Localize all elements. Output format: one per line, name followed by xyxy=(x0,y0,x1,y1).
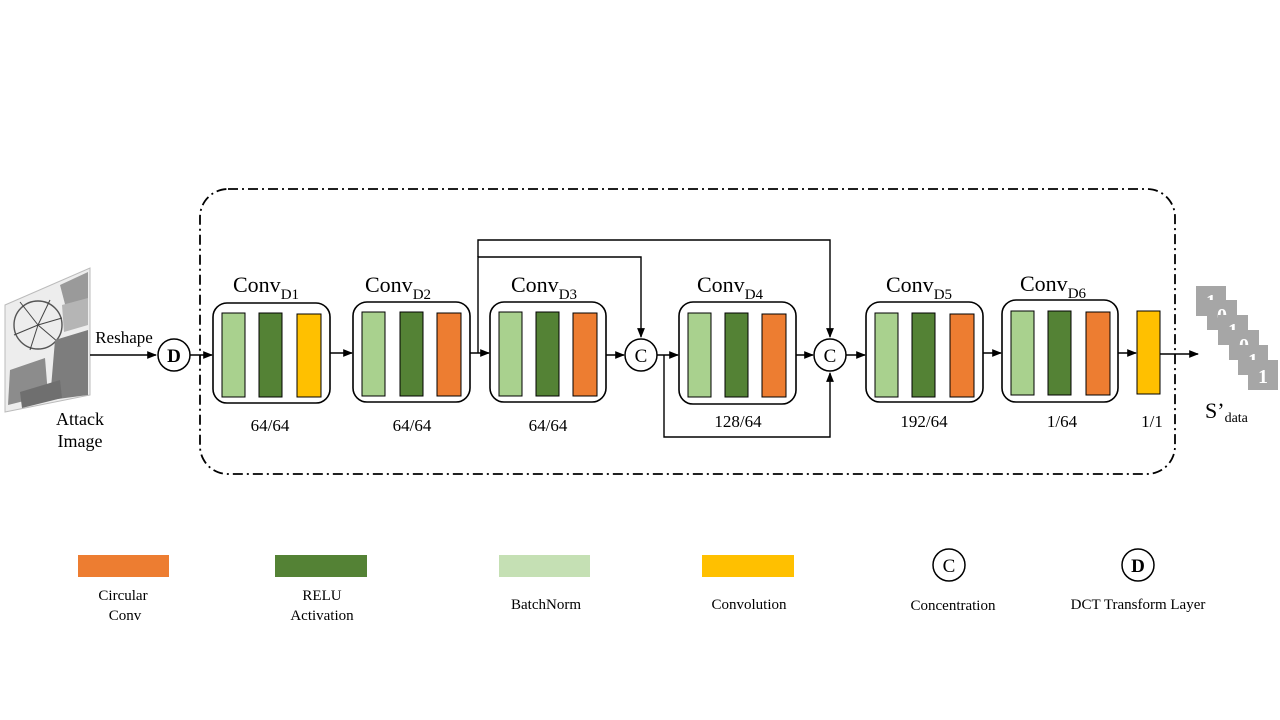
conv-block-d2-channels: 64/64 xyxy=(393,416,432,435)
batchnorm-layer xyxy=(874,312,899,398)
conv-block-d1 xyxy=(212,302,331,404)
skip-connection-c1-to-c2 xyxy=(663,355,834,438)
input-label-line1: Attack xyxy=(56,409,104,429)
attack-image xyxy=(4,267,91,413)
conv-block-d5-channels: 192/64 xyxy=(900,412,948,431)
legend-batchnorm: BatchNorm xyxy=(511,597,581,613)
dct-node-symbol: D xyxy=(167,346,181,367)
circular-conv-layer xyxy=(436,312,462,397)
network-frame xyxy=(199,188,1176,475)
conv-block-d1-title: ConvD1 xyxy=(233,272,299,303)
output-bits: 1 0 1 0 1 1 xyxy=(1196,286,1278,390)
legend-concat-icon xyxy=(932,548,966,582)
conv-block-d3-channels: 64/64 xyxy=(529,416,568,435)
skip-connection-to-c1 xyxy=(477,256,645,353)
skip-connection-to-c2 xyxy=(477,239,834,338)
conv-block-d6-title: ConvD6 xyxy=(1020,271,1087,302)
final-convolution-layer xyxy=(1136,310,1161,395)
bit-tile xyxy=(1248,360,1278,390)
relu-layer xyxy=(911,312,936,398)
legend-swatch-convolution xyxy=(702,555,794,577)
conv-block-d5-title: ConvD5 xyxy=(886,272,952,303)
circular-conv-layer xyxy=(572,312,598,397)
reshape-label: Reshape xyxy=(95,328,153,347)
input-label-line2: Image xyxy=(58,431,103,451)
conv-block-d3-title: ConvD3 xyxy=(511,272,577,303)
legend-swatch-relu xyxy=(275,555,367,577)
legend: Circular Conv RELU Activation BatchNorm … xyxy=(78,548,1206,624)
concat-node-2-symbol: C xyxy=(824,346,837,367)
output-label: S’data xyxy=(1205,398,1249,426)
legend-dct: DCT Transform Layer xyxy=(1071,597,1206,613)
conv-block-d2 xyxy=(352,301,471,403)
legend-dct-symbol: D xyxy=(1131,556,1145,577)
batchnorm-layer xyxy=(687,312,712,398)
legend-dct-icon xyxy=(1121,548,1155,582)
circular-conv-layer xyxy=(761,313,787,398)
conv-block-d3 xyxy=(489,301,607,403)
conv-block-d2-title: ConvD2 xyxy=(365,272,431,303)
conv-block-d6-channels: 1/64 xyxy=(1047,412,1078,431)
convolution-layer xyxy=(296,313,322,398)
relu-layer xyxy=(399,311,424,397)
relu-layer xyxy=(724,312,749,398)
legend-circular-line2: Conv xyxy=(109,608,142,624)
relu-layer xyxy=(1047,310,1072,396)
batchnorm-layer xyxy=(498,311,523,397)
conv-block-d4-title: ConvD4 xyxy=(697,272,764,303)
legend-swatch-batchnorm xyxy=(499,555,590,577)
circular-conv-layer xyxy=(949,313,975,398)
batchnorm-layer xyxy=(361,311,386,397)
conv-block-d6 xyxy=(1001,299,1119,403)
conv-block-d4-channels: 128/64 xyxy=(714,412,762,431)
final-conv-channels: 1/1 xyxy=(1141,412,1163,431)
batchnorm-layer xyxy=(1010,310,1035,396)
circular-conv-layer xyxy=(1085,311,1111,396)
legend-concentration: Concentration xyxy=(911,598,996,614)
relu-layer xyxy=(258,312,283,398)
bit-value: 1 xyxy=(1258,366,1268,388)
conv-block-d4 xyxy=(678,301,797,405)
concat-node-1-symbol: C xyxy=(635,346,648,367)
conv-block-d1-channels: 64/64 xyxy=(251,416,290,435)
conv-block-d5 xyxy=(865,301,984,403)
legend-convolution: Convolution xyxy=(711,597,787,613)
batchnorm-layer xyxy=(221,312,246,398)
legend-swatch-circular-conv xyxy=(78,555,169,577)
legend-concat-symbol: C xyxy=(943,556,956,577)
legend-relu-line2: Activation xyxy=(290,608,354,624)
legend-relu-line1: RELU xyxy=(302,588,341,604)
legend-circular-line1: Circular xyxy=(98,588,147,604)
relu-layer xyxy=(535,311,560,397)
